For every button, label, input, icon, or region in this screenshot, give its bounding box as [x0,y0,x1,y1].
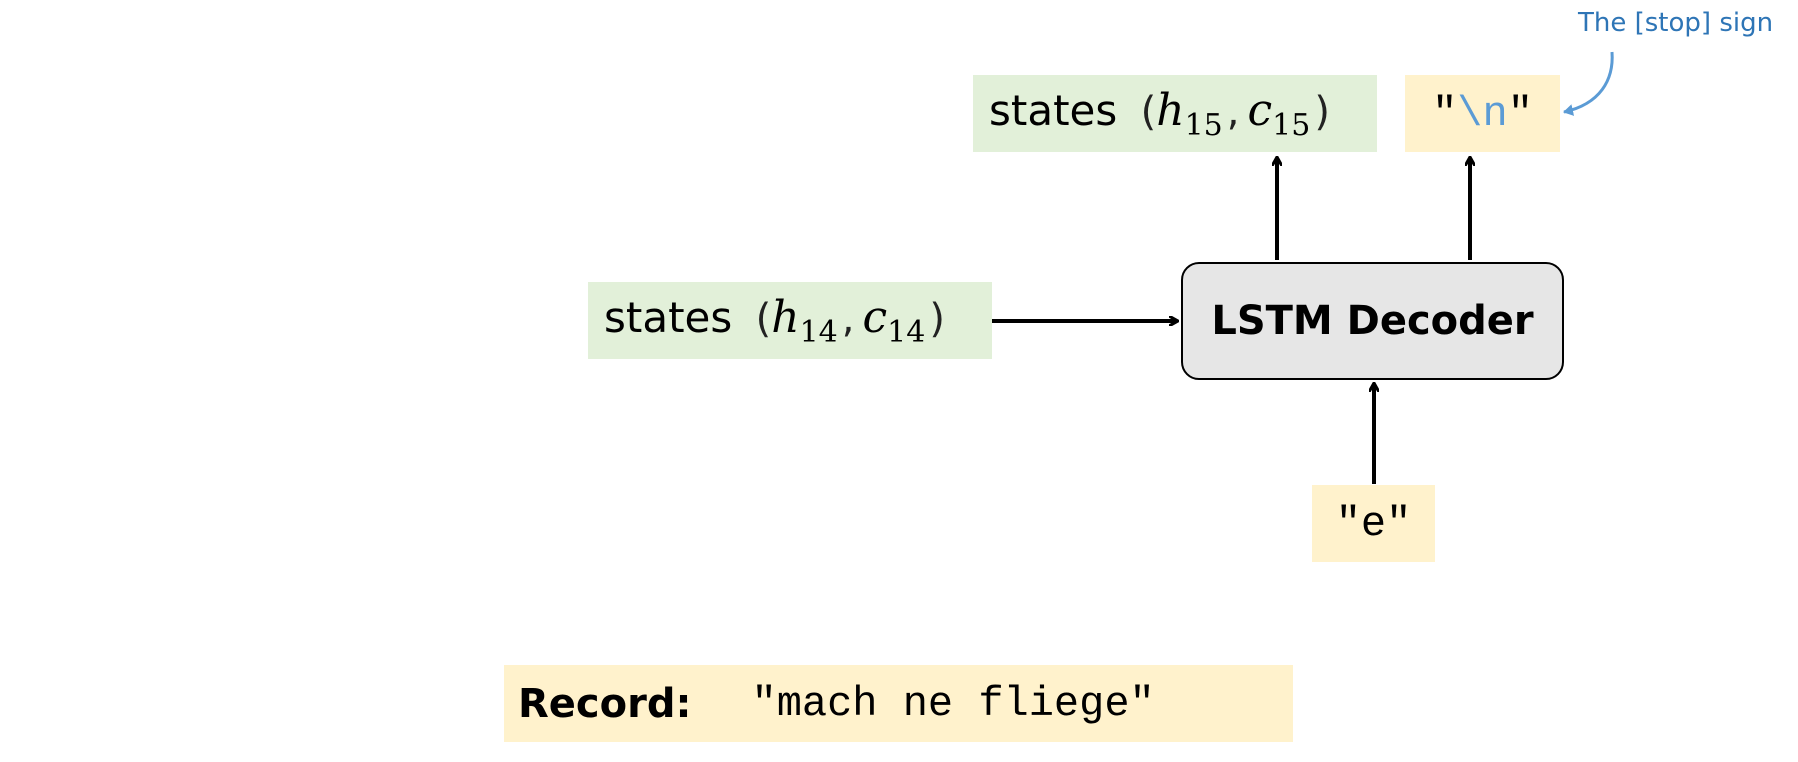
output-states-box: states (h15,c15) [973,75,1377,152]
record-label: Record: [518,680,692,727]
output-states-comma: , [1226,88,1240,135]
input-states-c: c14 [862,291,926,350]
lstm-decoder-box: LSTM Decoder [1181,262,1564,380]
record-box: Record: "mach ne fliege" [504,665,1293,742]
output-states-open-paren: ( [1140,88,1157,135]
input-states-h-sub: 14 [799,314,838,350]
annotation-arrow [1563,51,1614,116]
output-states-h-sub: 15 [1184,107,1223,143]
output-states-close-paren: ) [1314,88,1330,135]
output-states-label: states (h15,c15) [973,85,1330,143]
input-states-open-paren: ( [755,295,772,342]
stop-sign-annotation: The [stop] sign [1578,8,1774,38]
input-states-h: h14 [771,291,838,350]
output-states-word: states [989,85,1118,135]
output-states-c: c15 [1247,84,1311,143]
record-value: "mach ne fliege" [751,679,1155,728]
input-states-label: states (h14,c14) [588,292,945,350]
output-states-h: h15 [1156,84,1223,143]
input-states-c-sub: 14 [887,314,926,350]
input-states-word: states [604,292,733,342]
input-token-box: "e" [1312,485,1435,562]
input-token-text: "e" [1335,499,1412,548]
output-states-c-sub: 15 [1272,107,1311,143]
input-states-box: states (h14,c14) [588,282,992,359]
input-states-close-paren: ) [929,295,945,342]
output-token-text: "\n" [1432,89,1533,138]
stop-token-value: \n [1457,89,1508,138]
input-states-comma: , [841,295,855,342]
output-token-box: "\n" [1405,75,1560,152]
